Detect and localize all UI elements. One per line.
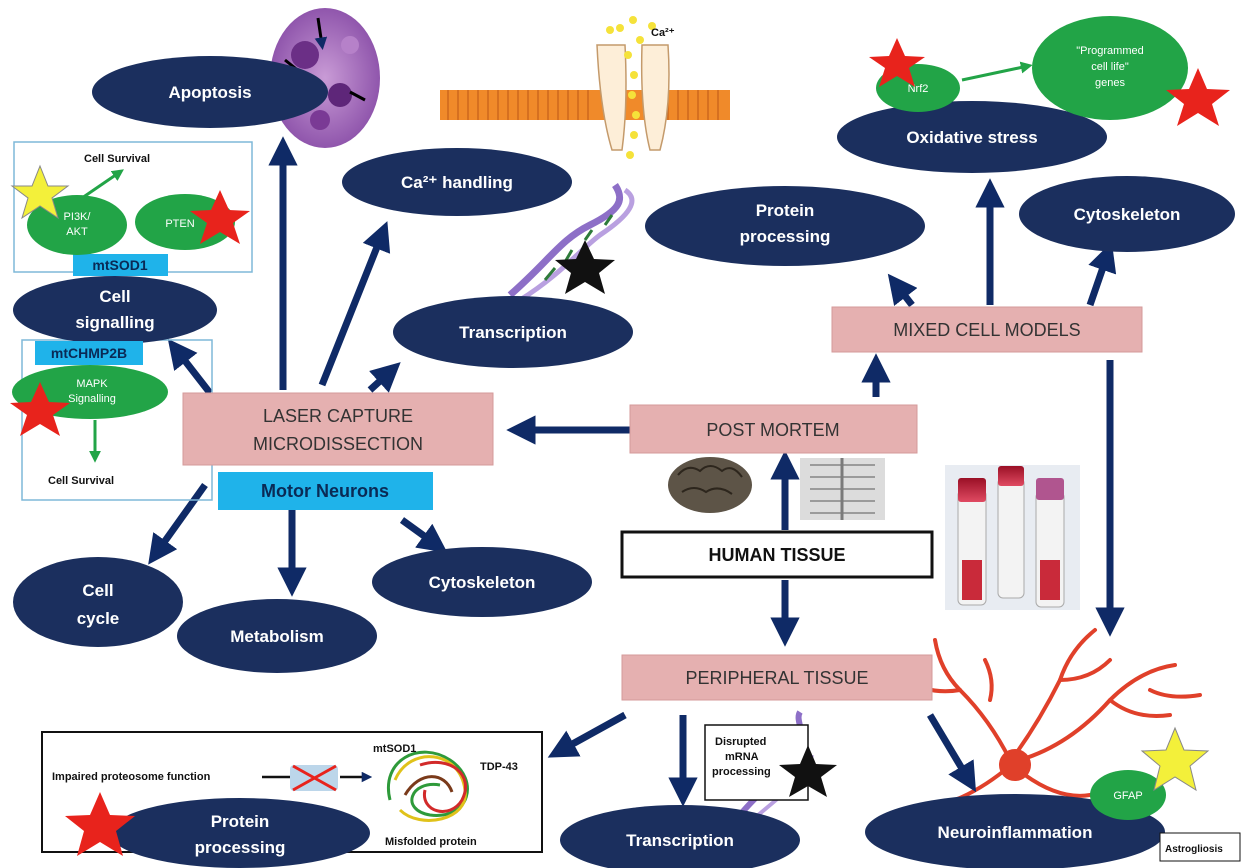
cytoskeleton-top-node: Cytoskeleton [1019, 176, 1235, 252]
post-mortem-box: POST MORTEM [629, 404, 918, 454]
processing-label: processing [712, 766, 771, 778]
svg-text:MAPK: MAPK [76, 378, 108, 390]
impaired-proteosome-label: Impaired proteosome function [52, 771, 211, 783]
spinal-cord-image [800, 458, 885, 520]
programmed-genes-node: "Programmed cell life" genes [1032, 16, 1188, 120]
cell-cycle-node: Cell cycle [13, 557, 183, 647]
svg-text:"Programmed: "Programmed [1076, 45, 1143, 57]
misfolded-protein-label: Misfolded protein [385, 836, 477, 848]
red-star-icon [65, 792, 135, 856]
calcium-label: Ca²⁺ [651, 27, 675, 39]
misfolded-protein-image [387, 750, 469, 822]
neuroinflammation-node: Neuroinflammation [865, 794, 1165, 868]
black-star-icon [555, 240, 615, 294]
yellow-star-icon [10, 164, 70, 220]
cell-signalling-node: Cell signalling [13, 276, 217, 344]
lcm-box: LASER CAPTURE MICRODISSECTION [182, 392, 494, 466]
mtsod1-bottom-label: mtSOD1 [373, 743, 416, 755]
svg-text:mtSOD1: mtSOD1 [92, 257, 147, 273]
svg-text:LASER CAPTURE: LASER CAPTURE [263, 406, 413, 426]
calcium-channel-image: Ca²⁺ [440, 16, 730, 159]
svg-text:processing: processing [195, 838, 286, 857]
transcription-mid-node: Transcription [393, 296, 633, 368]
mtsod1-label: mtSOD1 [73, 254, 168, 276]
svg-text:GFAP: GFAP [1113, 790, 1142, 802]
red-star-icon [869, 38, 925, 87]
svg-text:Neuroinflammation: Neuroinflammation [938, 823, 1093, 842]
mrna-panel [704, 724, 809, 801]
svg-text:HUMAN TISSUE: HUMAN TISSUE [708, 545, 845, 565]
svg-text:Ca²⁺ handling: Ca²⁺ handling [401, 173, 513, 192]
svg-text:Apoptosis: Apoptosis [168, 83, 251, 102]
brain-image [668, 457, 752, 513]
svg-text:Signalling: Signalling [68, 393, 116, 405]
svg-text:Cell: Cell [82, 581, 113, 600]
oxidative-stress-node: Oxidative stress [837, 101, 1107, 173]
svg-text:POST MORTEM: POST MORTEM [706, 420, 839, 440]
svg-text:Astrogliosis: Astrogliosis [1165, 844, 1223, 855]
svg-text:Cytoskeleton: Cytoskeleton [429, 573, 536, 592]
svg-text:Oxidative stress: Oxidative stress [906, 128, 1037, 147]
arrows [148, 136, 1125, 807]
red-star-icon [1166, 68, 1230, 126]
svg-text:processing: processing [740, 227, 831, 246]
dna-helix-image [507, 183, 635, 303]
svg-text:genes: genes [1095, 77, 1125, 89]
svg-text:Transcription: Transcription [459, 323, 567, 342]
svg-text:PTEN: PTEN [165, 218, 194, 230]
svg-text:PERIPHERAL TISSUE: PERIPHERAL TISSUE [685, 668, 868, 688]
svg-text:Cell: Cell [99, 287, 130, 306]
human-tissue-box: HUMAN TISSUE [620, 530, 934, 579]
svg-text:Cytoskeleton: Cytoskeleton [1074, 205, 1181, 224]
svg-text:Protein: Protein [211, 812, 270, 831]
mixed-cell-models-box: MIXED CELL MODELS [831, 306, 1143, 353]
red-star-icon [10, 382, 70, 436]
ca-handling-node: Ca²⁺ handling [342, 148, 572, 216]
gfap-node: GFAP [1090, 770, 1166, 820]
astrocyte-image [903, 628, 1202, 802]
svg-text:cycle: cycle [77, 609, 120, 628]
svg-text:MIXED CELL MODELS: MIXED CELL MODELS [893, 320, 1080, 340]
svg-text:PI3K/: PI3K/ [64, 211, 92, 223]
red-star-icon [190, 190, 250, 244]
cytoskeleton-mid-node: Cytoskeleton [372, 547, 592, 617]
apoptosis-node: Apoptosis [92, 56, 328, 128]
svg-text:Nrf2: Nrf2 [908, 83, 929, 95]
svg-text:Metabolism: Metabolism [230, 627, 324, 646]
black-star-icon [779, 745, 837, 797]
cell-survival-bottom-label: Cell Survival [48, 475, 114, 487]
astrogliosis-box: Astrogliosis [1159, 832, 1241, 862]
svg-text:Protein: Protein [756, 201, 815, 220]
tdp43-label: TDP-43 [480, 761, 518, 773]
svg-text:Motor Neurons: Motor Neurons [261, 481, 389, 501]
protein-processing-bottom-node: Protein processing [110, 798, 370, 868]
disrupted-label: Disrupted [715, 736, 766, 748]
svg-text:signalling: signalling [75, 313, 154, 332]
svg-text:Transcription: Transcription [626, 831, 734, 850]
svg-text:AKT: AKT [66, 226, 88, 238]
yellow-star-icon [1140, 726, 1210, 792]
transcription-bottom-node: Transcription [560, 805, 800, 868]
svg-text:cell life": cell life" [1091, 61, 1129, 73]
blocked-proteosome-icon [290, 764, 338, 792]
svg-text:MICRODISSECTION: MICRODISSECTION [253, 434, 423, 454]
mtchmp2b-label: mtCHMP2B [35, 341, 143, 365]
motor-neurons-label: Motor Neurons [218, 472, 433, 510]
blood-tubes-image [945, 465, 1080, 610]
mrna-label: mRNA [725, 751, 759, 763]
svg-text:mtCHMP2B: mtCHMP2B [51, 345, 127, 361]
peripheral-tissue-box: PERIPHERAL TISSUE [621, 654, 933, 701]
metabolism-node: Metabolism [177, 599, 377, 673]
cell-survival-top-label: Cell Survival [84, 153, 150, 165]
protein-processing-top-node: Protein processing [645, 186, 925, 266]
